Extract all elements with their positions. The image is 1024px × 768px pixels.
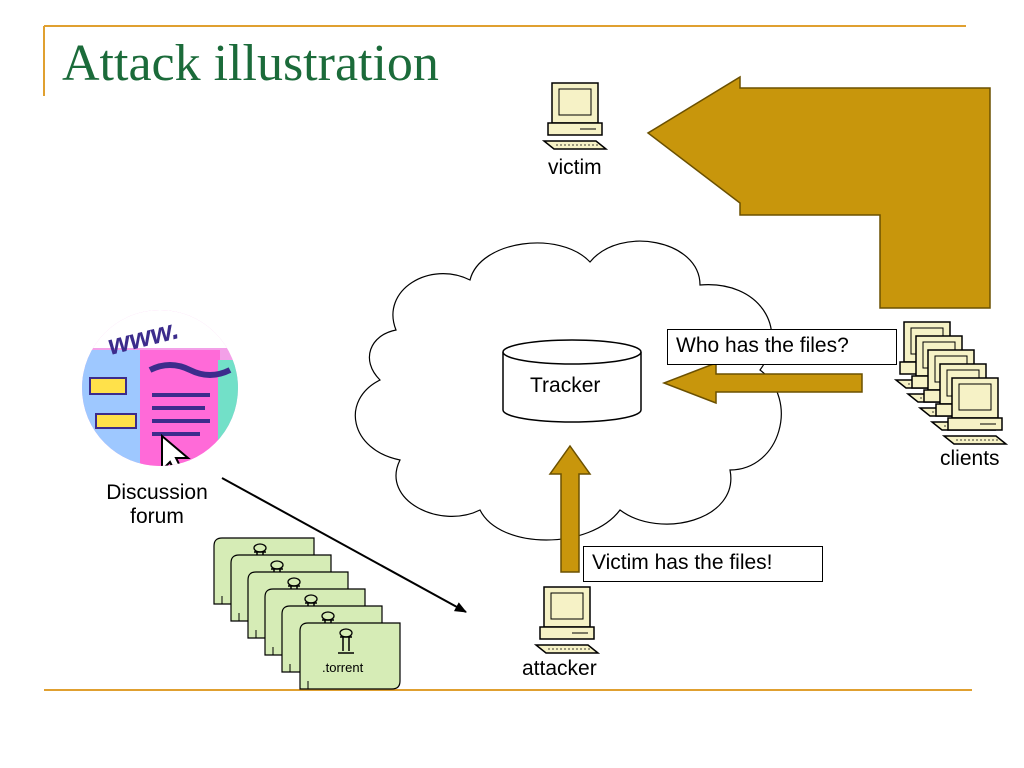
- attacker-label: attacker: [522, 657, 597, 680]
- forum-label-line2: forum: [130, 505, 184, 529]
- forum-web-page-icon: www.: [82, 310, 238, 466]
- clients-label: clients: [940, 447, 1000, 470]
- client-computer-icon: [943, 377, 1007, 445]
- slide-title: Attack illustration: [62, 35, 439, 92]
- clients-query-callout: Who has the files?: [667, 329, 897, 365]
- victim-label: victim: [548, 156, 602, 179]
- big-arrow-clients-to-victim: [646, 75, 991, 309]
- arrow-forum-to-attacker: [221, 477, 467, 613]
- attacker-computer-icon: [535, 586, 599, 654]
- attacker-reply-callout: Victim has the files!: [583, 546, 823, 582]
- tracker-database-icon: [502, 339, 642, 423]
- arrow-clients-to-tracker: [661, 361, 863, 405]
- forum-label: Discussion forum: [94, 481, 220, 529]
- torrent-file-label: .torrent: [322, 660, 364, 675]
- arrow-attacker-to-tracker: [548, 444, 592, 573]
- victim-computer-icon: [543, 82, 607, 150]
- forum-label-line1: Discussion: [106, 481, 208, 504]
- tracker-label: Tracker: [530, 374, 601, 397]
- torrent-file-icon: [299, 622, 401, 690]
